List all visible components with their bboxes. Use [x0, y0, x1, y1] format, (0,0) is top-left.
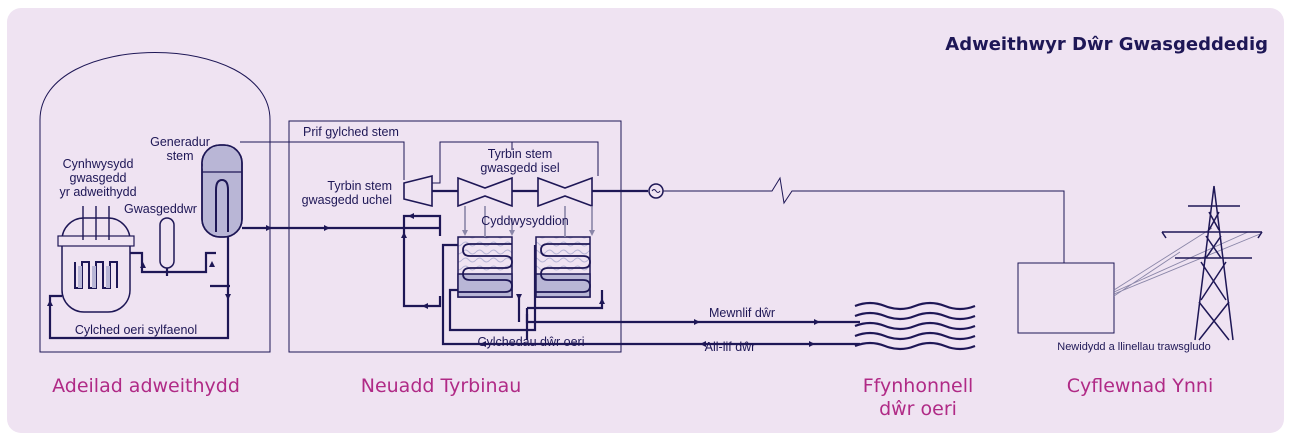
- label-inflow: Mewnlif dŵr: [709, 306, 775, 320]
- label-lp-turbine-2: gwasgedd isel: [480, 161, 559, 175]
- condensate-loop: [402, 214, 442, 308]
- label-cooling-circuits: Cylchedau dŵr oeri: [478, 335, 585, 349]
- section-turbine-hall: Neuadd Tyrbinau: [361, 375, 522, 397]
- section-cooling-source-1: Ffynhonnell: [863, 375, 974, 397]
- lp-turbine-2: [537, 176, 593, 208]
- label-hp-turbine-2: gwasgedd uchel: [302, 193, 392, 207]
- steam-crossover: [432, 141, 599, 184]
- section-reactor-building: Adeilad adweithydd: [52, 375, 240, 397]
- label-transformer: Newidydd a llinellau trawsgludo: [1057, 341, 1210, 353]
- steam-generator: [201, 144, 243, 238]
- transmission-line: [663, 176, 1065, 263]
- label-pressure-vessel-2: gwasgedd: [70, 171, 127, 185]
- label-pressure-vessel-3: yr adweithydd: [59, 185, 136, 199]
- label-main-steam: Prif gylched stem: [303, 125, 399, 139]
- section-cooling-source-2: dŵr oeri: [879, 398, 957, 420]
- turbine-hall-outline: [288, 120, 622, 353]
- transformer-wires: [1113, 227, 1261, 297]
- label-pressurizer: Gwasgeddwr: [124, 202, 197, 216]
- reactor-pressure-vessel: [57, 206, 135, 313]
- pylon-icon: [1161, 185, 1263, 341]
- label-hp-turbine-1: Tyrbin stem: [327, 179, 392, 193]
- label-lp-turbine-1: Tyrbin stem: [488, 147, 553, 161]
- primary-circuit-lines: [47, 237, 231, 340]
- label-pressure-vessel-1: Cynhwysydd: [63, 157, 134, 171]
- section-power-supply: Cyflewnad Ynni: [1067, 375, 1213, 397]
- main-steam-line: [240, 141, 405, 180]
- label-steam-generator-2: stem: [166, 149, 193, 163]
- condenser-1: [457, 236, 513, 298]
- pressurizer: [159, 217, 175, 269]
- label-primary-circuit: Cylched oeri sylfaenol: [75, 323, 197, 337]
- label-condensers: Cyddwysyddion: [481, 214, 569, 228]
- transformer-box: [1017, 262, 1115, 334]
- exhaust-to-condenser: [464, 206, 593, 237]
- reactor-building-outline: [39, 52, 271, 353]
- label-outflow: All-lif dŵr: [705, 340, 756, 354]
- label-steam-generator-1: Generadur: [150, 135, 210, 149]
- lp-turbine-1: [457, 176, 513, 208]
- diagram-title: Adweithwyr Dŵr Gwasgeddedig: [945, 34, 1268, 55]
- hp-turbine: [403, 174, 433, 208]
- cooling-water-waves: [854, 301, 976, 351]
- condenser-2: [535, 236, 591, 298]
- cooling-water-lines: [441, 243, 860, 347]
